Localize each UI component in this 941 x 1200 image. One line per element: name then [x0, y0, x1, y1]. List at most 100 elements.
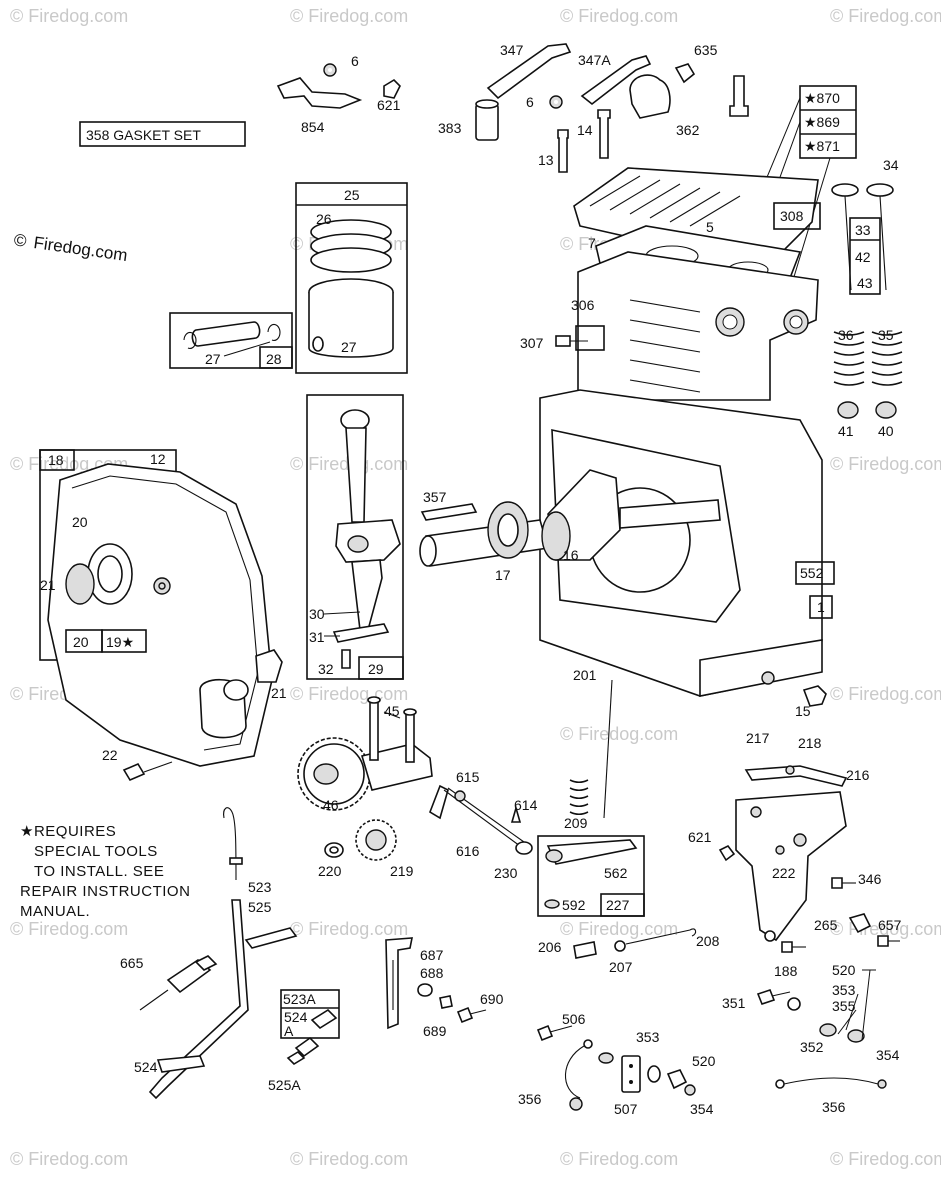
- control-bracket: [718, 765, 856, 942]
- plug-15: [802, 685, 827, 707]
- part-label-45: 45: [384, 703, 400, 719]
- cylinder-head: 5 308: [573, 167, 821, 269]
- rocker-parts: [475, 43, 749, 173]
- part-label-687: 687: [420, 947, 444, 963]
- part-label-635: 635: [694, 42, 718, 58]
- part-label-21: 21: [40, 577, 56, 593]
- part-label-356: 356: [822, 1099, 846, 1115]
- part-label-355: 355: [832, 998, 856, 1014]
- part-label-19: 19★: [106, 634, 134, 650]
- part-label-31: 31: [309, 629, 325, 645]
- part-label-7: 7: [588, 235, 596, 251]
- part-label-222: 222: [772, 865, 796, 881]
- part-label-30: 30: [309, 606, 325, 622]
- part-label-347a: 347A: [578, 52, 611, 68]
- part-label-15: 15: [795, 703, 811, 719]
- part-label-227: 227: [606, 897, 630, 913]
- part-label-6b: 6: [526, 94, 534, 110]
- watermark: © Firedog.com: [10, 6, 128, 26]
- part-label-869: ★869: [804, 114, 840, 130]
- part-label-616: 616: [456, 843, 480, 859]
- watermark: © Firedog.com: [830, 6, 941, 26]
- part-label-307: 307: [520, 335, 544, 351]
- bolt-307: [555, 335, 588, 347]
- part-label-27: 27: [341, 339, 357, 355]
- note-line: MANUAL.: [20, 903, 90, 920]
- watermark: © Firedog.com: [560, 1149, 678, 1169]
- box-523a: [280, 989, 340, 1066]
- part-label-230: 230: [494, 865, 518, 881]
- note-line: REPAIR INSTRUCTION: [20, 883, 190, 900]
- part-label-506: 506: [562, 1011, 586, 1027]
- part-label-523a: 523A: [283, 991, 316, 1007]
- part-label-20: 20: [73, 634, 89, 650]
- throttle-hardware: [756, 969, 876, 1043]
- part-label-21: 21: [271, 685, 287, 701]
- part-label-347: 347: [500, 42, 524, 58]
- piston-pin-box: [169, 312, 293, 369]
- part-label-16: 16: [563, 547, 579, 563]
- part-label-352: 352: [800, 1039, 824, 1055]
- part-label-5: 5: [706, 219, 714, 235]
- gasket-set-box: 358 GASKET SET: [79, 121, 246, 147]
- small-bracket-hardware: [781, 913, 900, 953]
- part-label-28: 28: [266, 351, 282, 367]
- part-label-354: 354: [876, 1047, 900, 1063]
- watermark: © Firedog.com: [290, 919, 408, 939]
- part-label-220: 220: [318, 863, 342, 879]
- governor-gear: [324, 819, 397, 861]
- part-label-18: 18: [48, 452, 64, 468]
- governor-shaft: [429, 679, 613, 855]
- part-label-520: 520: [692, 1053, 716, 1069]
- wordmark-text: Firedog.com: [32, 233, 128, 265]
- part-label-690: 690: [480, 991, 504, 1007]
- part-label-306: 306: [571, 297, 595, 313]
- watermark: © Firedog.com: [560, 6, 678, 26]
- part-label-524a: 524: [284, 1009, 308, 1025]
- watermark: © Firedog.com: [830, 684, 941, 704]
- part-label-34: 34: [883, 157, 899, 173]
- part-label-201: 201: [573, 667, 597, 683]
- note-line: SPECIAL TOOLS: [34, 843, 158, 860]
- part-label-525: 525: [248, 899, 272, 915]
- part-label-520: 520: [832, 962, 856, 978]
- part-label-26: 26: [316, 211, 332, 227]
- cam-gear: [297, 696, 433, 811]
- watermark: © Firedog.com: [290, 1149, 408, 1169]
- part-label-354: 354: [690, 1101, 714, 1117]
- part-label-688: 688: [420, 965, 444, 981]
- part-label-42: 42: [855, 249, 871, 265]
- part-label-562: 562: [604, 865, 628, 881]
- part-label-614: 614: [514, 797, 538, 813]
- part-label-43: 43: [857, 275, 873, 291]
- part-label-6: 6: [351, 53, 359, 69]
- part-label-523: 523: [248, 879, 272, 895]
- bottom-hardware: [536, 1024, 696, 1111]
- part-label-35: 35: [878, 327, 894, 343]
- part-label-219: 219: [390, 863, 414, 879]
- watermark: © Firedog.com: [830, 454, 941, 474]
- part-label-383: 383: [438, 120, 462, 136]
- part-label-25: 25: [344, 187, 360, 203]
- part-label-207: 207: [609, 959, 633, 975]
- part-label-621: 621: [377, 97, 401, 113]
- watermark: © Firedog.com: [10, 919, 128, 939]
- part-label-362: 362: [676, 122, 700, 138]
- bracket-854: [276, 63, 401, 109]
- part-label-216: 216: [846, 767, 870, 783]
- part-label-524: 524: [134, 1059, 158, 1075]
- part-label-20: 20: [72, 514, 88, 530]
- valve-parts: [831, 183, 903, 419]
- part-label-353: 353: [832, 982, 856, 998]
- part-label-32: 32: [318, 661, 334, 677]
- piston-assembly-box: [295, 182, 408, 374]
- part-label-14: 14: [577, 122, 593, 138]
- part-label-188: 188: [774, 963, 798, 979]
- part-label-27: 27: [205, 351, 221, 367]
- part-label-657: 657: [878, 917, 902, 933]
- part-label-41: 41: [838, 423, 854, 439]
- crankcase-cover-box: [39, 449, 283, 782]
- part-label-40: 40: [878, 423, 894, 439]
- part-label-621: 621: [688, 829, 712, 845]
- part-label-217: 217: [746, 730, 770, 746]
